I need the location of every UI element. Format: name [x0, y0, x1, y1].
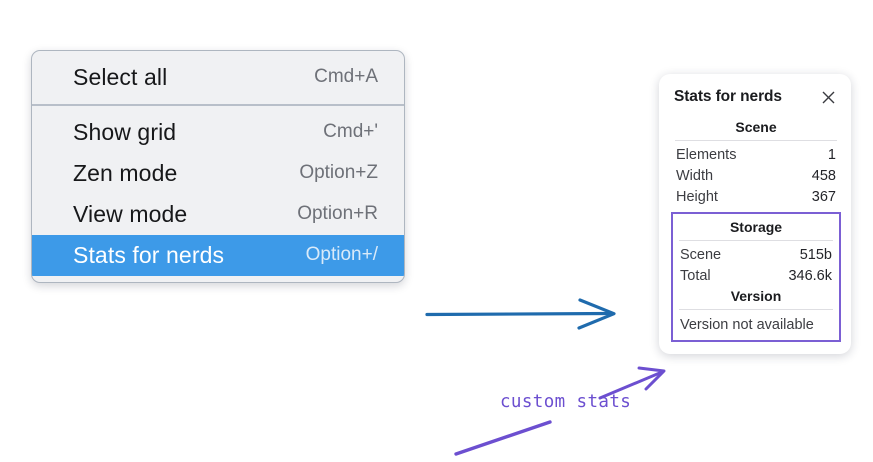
close-icon[interactable]	[820, 89, 837, 106]
menu-item-shortcut: Option+Z	[299, 162, 378, 183]
stat-row: Height 367	[673, 186, 839, 207]
arrow-right-icon	[425, 295, 625, 335]
divider	[675, 140, 837, 141]
version-heading: Version	[730, 288, 782, 304]
menu-item-shortcut: Option+R	[297, 203, 378, 224]
menu-item-stats-for-nerds[interactable]: Stats for nerds Option+/	[32, 235, 404, 276]
divider	[679, 240, 833, 241]
stat-row: Width 458	[673, 165, 839, 186]
stat-value: 367	[811, 188, 836, 205]
stat-value: 458	[811, 167, 836, 184]
stat-value: 346.6k	[788, 267, 832, 284]
stat-label: Scene	[680, 246, 722, 263]
menu-group-2: Show grid Cmd+' Zen mode Option+Z View m…	[32, 104, 404, 282]
version-section: Version Version not available	[677, 286, 835, 335]
version-note: Version not available	[680, 317, 814, 333]
menu-item-zen-mode[interactable]: Zen mode Option+Z	[32, 153, 404, 194]
menu-item-select-all[interactable]: Select all Cmd+A	[32, 57, 404, 98]
menu-item-show-grid[interactable]: Show grid Cmd+'	[32, 112, 404, 153]
scene-heading: Scene	[735, 119, 777, 135]
menu-item-label: Stats for nerds	[73, 241, 225, 268]
divider	[679, 309, 833, 310]
custom-stats-highlight-box: Storage Scene 515b Total 346.6k Version …	[671, 212, 841, 342]
panel-header: Stats for nerds	[674, 88, 839, 106]
stat-label: Height	[676, 188, 718, 205]
stat-row: Elements 1	[673, 144, 839, 165]
panel-title: Stats for nerds	[674, 88, 782, 105]
stat-row: Scene 515b	[677, 244, 835, 265]
menu-item-label: Select all	[73, 63, 168, 90]
menu-item-view-mode[interactable]: View mode Option+R	[32, 194, 404, 235]
menu-item-label: View mode	[73, 200, 188, 227]
menu-item-label: Show grid	[73, 118, 177, 145]
underline-stroke	[452, 414, 582, 462]
menu-item-label: Zen mode	[73, 159, 178, 186]
stat-label: Elements	[676, 146, 737, 163]
menu-group-1: Select all Cmd+A	[32, 51, 404, 104]
menu-item-shortcut: Cmd+A	[314, 66, 378, 87]
stat-value: 515b	[799, 246, 832, 263]
context-menu[interactable]: Select all Cmd+A Show grid Cmd+' Zen mod…	[31, 50, 405, 283]
stat-value: 1	[827, 146, 836, 163]
storage-heading: Storage	[729, 219, 783, 235]
storage-section: Storage Scene 515b Total 346.6k	[677, 217, 835, 286]
stat-label: Total	[680, 267, 711, 284]
menu-item-shortcut: Option+/	[305, 244, 378, 265]
stats-for-nerds-panel[interactable]: Stats for nerds Scene Elements 1 Width 4…	[659, 74, 851, 354]
stat-row: Total 346.6k	[677, 265, 835, 286]
menu-item-shortcut: Cmd+'	[323, 121, 378, 142]
stat-label: Width	[676, 167, 714, 184]
custom-stats-annotation: custom stats	[500, 392, 632, 412]
scene-section: Scene Elements 1 Width 458 Height 367	[671, 117, 841, 207]
